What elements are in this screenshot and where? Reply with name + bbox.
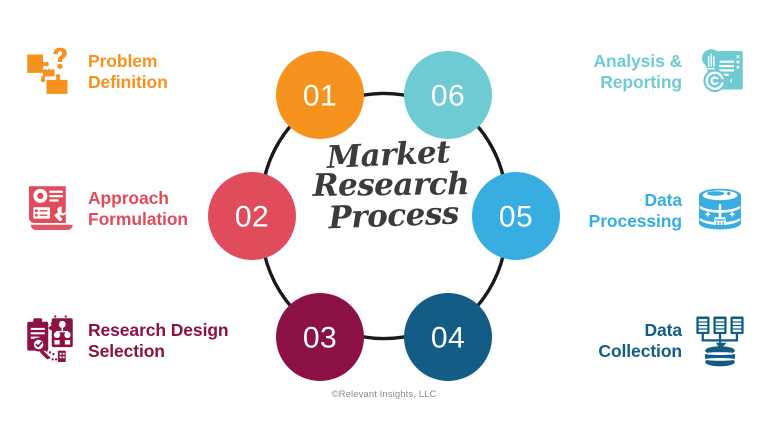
node-number-01: 01	[303, 80, 337, 113]
node-05[interactable]: 05	[472, 172, 560, 260]
node-04[interactable]: 04	[404, 293, 492, 381]
step-item-problem-definition[interactable]: Problem Definition	[22, 44, 168, 100]
lightbulb-report-target-icon	[701, 49, 743, 93]
node-01[interactable]: 01	[276, 51, 364, 139]
center-title: Market Research Process	[305, 134, 477, 237]
copyright-notice: ©Relevant Insights, LLC	[331, 389, 437, 400]
step-item-data-processing[interactable]: Data Processing	[589, 183, 748, 239]
node-circle-02[interactable]	[208, 172, 296, 260]
step-item-data-collection[interactable]: Data Collection	[598, 313, 748, 369]
node-number-05: 05	[499, 201, 533, 234]
step-item-analysis-reporting[interactable]: Analysis & Reporting	[594, 44, 748, 100]
step-item-approach-formulation[interactable]: Approach Formulation	[22, 181, 188, 237]
node-circle-06[interactable]	[404, 51, 492, 139]
step-label-data-processing: Data Processing	[588, 189, 682, 231]
node-02[interactable]: 02	[208, 172, 296, 260]
node-circle-05[interactable]	[472, 172, 560, 260]
clipboard-flowchart-icon	[27, 315, 73, 362]
process-wheel: 01 06 02 05 03	[186, 26, 582, 406]
step-label-analysis-reporting: Analysis & Reporting	[593, 50, 683, 92]
step-item-research-design-selection[interactable]: Research Design Selection	[22, 313, 229, 369]
servers-database-icon	[696, 316, 744, 367]
node-number-06: 06	[431, 80, 465, 113]
document-gear-wrench-icon	[29, 186, 73, 230]
node-circle-01[interactable]	[276, 51, 364, 139]
node-circle-03[interactable]	[276, 293, 364, 381]
node-group: 01 06 02 05 03	[208, 51, 560, 381]
node-06[interactable]: 06	[404, 51, 492, 139]
database-brush-icon	[699, 188, 741, 230]
process-wheel-svg: 01 06 02 05 03	[208, 51, 560, 381]
step-label-data-collection: Data Collection	[598, 319, 682, 361]
node-circle-04[interactable]	[404, 293, 492, 381]
step-label-problem-definition: Problem Definition	[88, 50, 168, 92]
node-number-04: 04	[431, 322, 465, 355]
center-title-line-3: Process	[327, 195, 460, 237]
step-label-research-design-selection: Research Design Selection	[88, 319, 229, 361]
node-number-02: 02	[235, 201, 269, 234]
puzzle-question-icon	[27, 47, 68, 94]
node-03[interactable]: 03	[276, 293, 364, 381]
node-number-03: 03	[303, 322, 337, 355]
step-label-approach-formulation: Approach Formulation	[88, 187, 189, 229]
